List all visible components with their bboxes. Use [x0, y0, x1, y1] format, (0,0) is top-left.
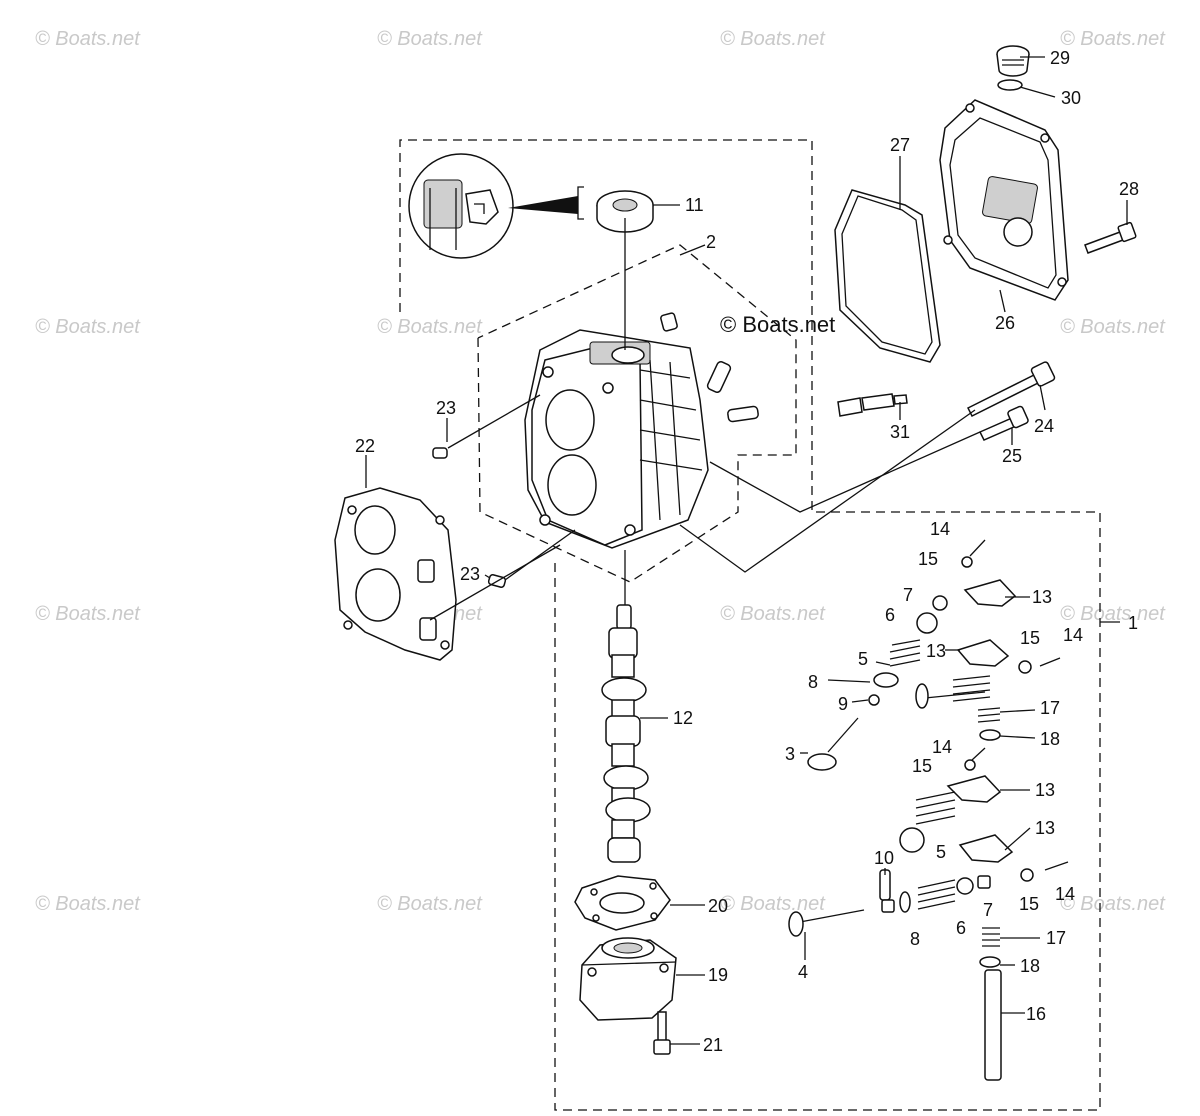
- camshaft-part: [601, 604, 651, 863]
- part-label-14: 14: [932, 737, 952, 757]
- part-label-12: 12: [673, 708, 693, 728]
- pump-gasket-part: [574, 875, 671, 931]
- part-label-18: 18: [1040, 729, 1060, 749]
- valves: [788, 683, 986, 937]
- watermark: © Boats.net: [35, 893, 141, 915]
- pump-body-part: [579, 937, 677, 1021]
- part-labels: 1 2 3 4 5 5 6 6 7 7 8 8 9 10 11 12 13 13…: [355, 48, 1139, 1055]
- part-label-14: 14: [1063, 625, 1083, 645]
- watermark: © Boats.net: [35, 28, 141, 50]
- watermark: © Boats.net: [377, 316, 483, 338]
- watermark: © Boats.net: [720, 603, 826, 625]
- part-label-13: 13: [1035, 818, 1055, 838]
- part-label-4: 4: [798, 962, 808, 982]
- push-rod-part: [984, 969, 1002, 1081]
- part-label-28: 28: [1119, 179, 1139, 199]
- part-label-15: 15: [1019, 894, 1039, 914]
- watermark: © Boats.net: [720, 28, 826, 50]
- part-label-15: 15: [1020, 628, 1040, 648]
- connection-lines: [429, 218, 981, 621]
- part-label-18: 18: [1020, 956, 1040, 976]
- watermark: © Boats.net: [1060, 893, 1166, 915]
- part-label-15: 15: [912, 756, 932, 776]
- head-gasket-part: [334, 487, 457, 661]
- cover-gasket-part: [834, 189, 941, 363]
- part-label-1: 1: [1128, 613, 1138, 633]
- pump-bolt-part: [653, 1011, 671, 1055]
- part-label-31: 31: [890, 422, 910, 442]
- part-label-13: 13: [1035, 780, 1055, 800]
- part-label-7: 7: [983, 900, 993, 920]
- cylinder-head-part: [524, 329, 709, 549]
- part-label-10: 10: [874, 848, 894, 868]
- outline-oil-seal-detail: [399, 139, 1101, 1111]
- watermark: © Boats.net: [1060, 603, 1166, 625]
- watermark: © Boats.net: [377, 28, 483, 50]
- valve-small-parts: [868, 539, 1069, 968]
- seal-detail-magnifier: [408, 153, 584, 259]
- cover-bolt-part: [1084, 221, 1137, 254]
- part-label-17: 17: [1040, 698, 1060, 718]
- watermark: © Boats.net: [35, 316, 141, 338]
- rocker-arms: [946, 579, 1017, 863]
- part-label-20: 20: [708, 896, 728, 916]
- part-label-22: 22: [355, 436, 375, 456]
- part-label-13: 13: [926, 641, 946, 661]
- leader-lines: [365, 56, 1128, 1045]
- assembly-outlines: [399, 139, 1101, 1111]
- long-bolt-part: [966, 361, 1056, 418]
- part-label-5: 5: [858, 649, 868, 669]
- part-label-21: 21: [703, 1035, 723, 1055]
- watermark: © Boats.net: [35, 603, 141, 625]
- outline-cylinder-head-assembly: [477, 244, 797, 583]
- spark-plug-part: [837, 393, 908, 417]
- head-plugs: [660, 312, 759, 423]
- part-label-6: 6: [885, 605, 895, 625]
- watermark: © Boats.net: [1060, 316, 1166, 338]
- oil-filler-cap-part: [996, 45, 1030, 91]
- part-label-11: 11: [685, 195, 704, 215]
- part-label-15: 15: [918, 549, 938, 569]
- part-label-29: 29: [1050, 48, 1070, 68]
- part-label-19: 19: [708, 965, 728, 985]
- part-label-14: 14: [930, 519, 950, 539]
- part-label-26: 26: [995, 313, 1015, 333]
- watermark: © Boats.net: [1060, 28, 1166, 50]
- part-label-8: 8: [910, 929, 920, 949]
- head-cover-part: [939, 99, 1069, 301]
- short-bolt-part: [978, 405, 1029, 441]
- part-label-25: 25: [1002, 446, 1022, 466]
- part-label-16: 16: [1026, 1004, 1046, 1024]
- watermark: © Boats.net: [377, 893, 483, 915]
- part-label-13: 13: [1032, 587, 1052, 607]
- part-label-7: 7: [903, 585, 913, 605]
- valve-springs: [889, 639, 1001, 947]
- watermark: © Boats.net: [720, 893, 826, 915]
- part-label-27: 27: [890, 135, 910, 155]
- part-label-24: 24: [1034, 416, 1054, 436]
- part-label-23: 23: [460, 564, 480, 584]
- part-label-17: 17: [1046, 928, 1066, 948]
- part-label-3: 3: [785, 744, 795, 764]
- part-label-30: 30: [1061, 88, 1081, 108]
- part-label-9: 9: [838, 694, 848, 714]
- part-label-8: 8: [808, 672, 818, 692]
- part-label-5: 5: [936, 842, 946, 862]
- part-label-6: 6: [956, 918, 966, 938]
- part-label-14: 14: [1055, 884, 1075, 904]
- part-label-23: 23: [436, 398, 456, 418]
- part-label-2: 2: [706, 232, 716, 252]
